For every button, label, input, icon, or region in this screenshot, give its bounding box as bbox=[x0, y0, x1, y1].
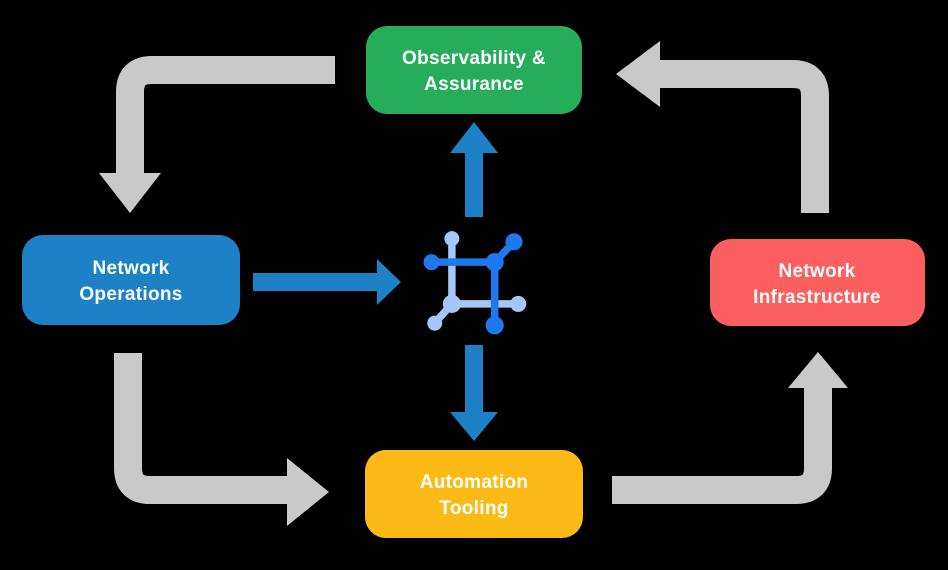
node-label-line2: Operations bbox=[79, 284, 182, 305]
cycle-arrow-observability-to-network-operations bbox=[99, 56, 335, 213]
node-label-line2: Tooling bbox=[439, 498, 508, 519]
network-mesh-icon bbox=[423, 231, 527, 335]
node-box bbox=[366, 26, 582, 114]
node-network-infrastructure: Network Infrastructure bbox=[710, 239, 925, 326]
network-mesh-icon-light-branch bbox=[427, 231, 527, 331]
node-dot bbox=[427, 315, 443, 331]
node-observability-assurance: Observability & Assurance bbox=[366, 26, 582, 114]
cycle-arrow-network-infrastructure-to-observability bbox=[616, 41, 829, 213]
center-arrow-network-operations-to-center bbox=[253, 259, 401, 305]
center-arrow-center-to-observability bbox=[450, 122, 498, 217]
arrow-shaft bbox=[114, 353, 288, 504]
node-dot bbox=[485, 316, 504, 335]
arrow-shaft bbox=[659, 60, 829, 213]
arrowhead-left-icon bbox=[616, 41, 660, 107]
node-dot bbox=[510, 295, 527, 312]
node-automation-tooling: Automation Tooling bbox=[365, 450, 583, 538]
arrowhead-up-icon bbox=[788, 352, 848, 388]
arrowhead-up-icon bbox=[450, 122, 498, 153]
node-box bbox=[22, 235, 240, 325]
node-label-line1: Network bbox=[778, 261, 855, 282]
arrowhead-right-icon bbox=[287, 458, 329, 526]
cycle-arrow-automation-tooling-to-network-infrastructure bbox=[612, 352, 848, 504]
node-dot bbox=[423, 254, 440, 271]
arrowhead-down-icon bbox=[450, 412, 498, 441]
center-arrow-center-to-automation-tooling bbox=[450, 345, 498, 441]
node-dot bbox=[444, 231, 460, 247]
arrowhead-right-icon bbox=[377, 259, 401, 305]
arrow-shaft bbox=[116, 56, 335, 174]
node-box bbox=[365, 450, 583, 538]
network-mesh-icon-dark-branch bbox=[423, 233, 523, 335]
node-label-line2: Infrastructure bbox=[753, 287, 881, 308]
node-label-line1: Network bbox=[92, 258, 169, 279]
junction-dot bbox=[485, 253, 504, 272]
arrow-shaft bbox=[612, 388, 832, 504]
node-label-line1: Observability & bbox=[402, 48, 546, 69]
cycle-arrow-network-operations-to-automation-tooling bbox=[114, 353, 329, 526]
node-label-line1: Automation bbox=[420, 472, 529, 493]
arrowhead-down-icon bbox=[99, 173, 161, 213]
node-dot bbox=[505, 233, 523, 251]
junction-dot bbox=[442, 294, 461, 313]
node-network-operations: Network Operations bbox=[22, 235, 240, 325]
node-box bbox=[710, 239, 925, 326]
node-label-line2: Assurance bbox=[424, 74, 524, 95]
